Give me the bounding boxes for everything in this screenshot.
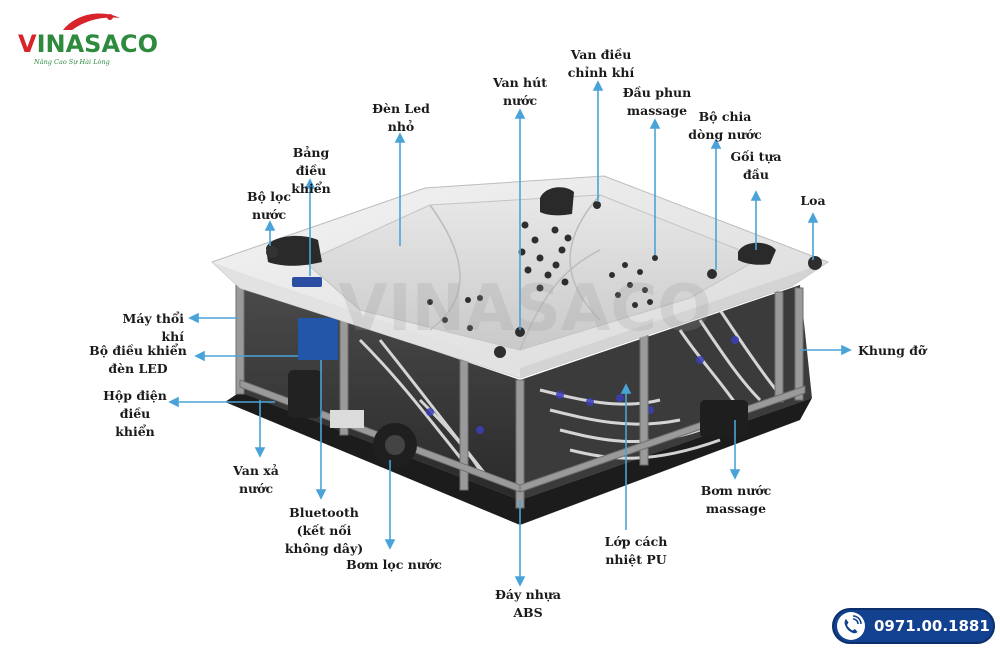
abs-base xyxy=(225,392,812,525)
callout-arrows xyxy=(168,80,852,587)
label-hop-dien: Hộp điện điều khiển xyxy=(103,388,167,439)
label-goi-tua-dau: Gối tựa đầu xyxy=(730,149,782,182)
label-loa: Loa xyxy=(800,193,826,208)
brand-letter-v: V xyxy=(18,30,37,58)
pipe-bundle xyxy=(358,309,782,481)
label-lop-cach-nhiet: Lớp cách nhiệt PU xyxy=(604,534,668,567)
label-den-led: Đèn Led nhỏ xyxy=(372,101,430,134)
hotline-badge[interactable]: 0971.00.1881 xyxy=(832,608,995,644)
label-bo-chia: Bộ chia dòng nước xyxy=(688,109,762,142)
inner-basin xyxy=(304,194,762,351)
seat-contours xyxy=(429,194,601,351)
label-bo-dieu-khien-led: Bộ điều khiển đèn LED xyxy=(89,343,187,376)
label-bo-loc: Bộ lọc nước xyxy=(247,189,291,222)
equipment xyxy=(288,318,748,467)
label-dau-phun: Đầu phun massage xyxy=(622,85,692,118)
brand-slogan: Nâng Cao Sự Hài Lòng xyxy=(34,58,110,66)
control-panel xyxy=(292,277,322,287)
brand-wordmark: VINASACO xyxy=(18,30,158,58)
label-may-thoi-khi: Máy thổi khí xyxy=(122,311,185,344)
shell-front-lip xyxy=(212,262,520,378)
label-khung-do: Khung đỡ xyxy=(858,343,927,358)
pillow-right xyxy=(738,242,776,265)
brand-logo: VINASACO Nâng Cao Sự Hài Lòng xyxy=(8,10,158,66)
pillow-back xyxy=(540,187,574,216)
label-bluetooth: Bluetooth (kết nối không dây) xyxy=(284,505,364,556)
label-bang-dieu-khien: Bảng điều khiển xyxy=(291,145,331,196)
label-van-xa: Van xả nước xyxy=(233,463,279,496)
shell-right-lip xyxy=(520,262,828,378)
brand-name-rest: INASACO xyxy=(36,30,159,58)
watermark-text: VINASACO xyxy=(338,272,711,346)
phone-icon xyxy=(837,612,865,640)
label-day-nhua: Đáy nhựa ABS xyxy=(494,587,561,620)
jet-hoses xyxy=(426,336,739,434)
logo-swoosh-icon xyxy=(63,13,120,30)
label-van-dieu-chinh-khi: Van điều chỉnh khí xyxy=(567,47,635,80)
label-bom-loc: Bơm lọc nước xyxy=(346,557,442,572)
filter-cover xyxy=(266,246,278,258)
pillow-left xyxy=(266,235,322,266)
label-van-hut: Van hút nước xyxy=(492,75,548,108)
massage-jets xyxy=(427,201,822,358)
hotline-number: 0971.00.1881 xyxy=(874,617,990,635)
label-bom-massage: Bơm nước massage xyxy=(700,483,772,516)
